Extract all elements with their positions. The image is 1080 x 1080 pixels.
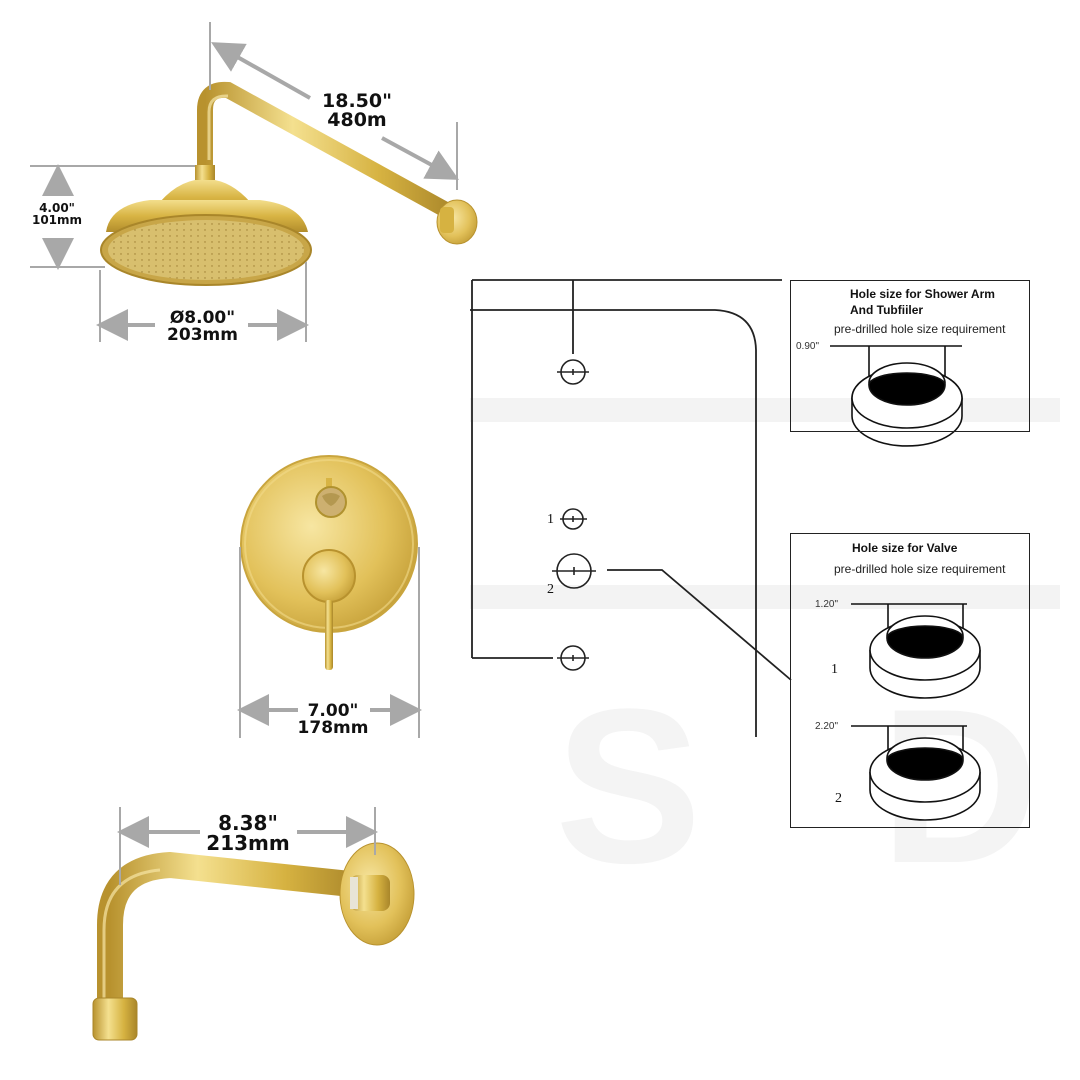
spout-length-inches: 8.38" <box>218 811 278 835</box>
head-diameter-inches: Ø8.00" <box>169 308 236 328</box>
valve-dimension-lines <box>237 547 422 738</box>
head-height-mm: 101mm <box>31 213 83 227</box>
layout-hole-2-label: 2 <box>547 582 554 597</box>
valve-hole-2-ring <box>851 725 981 821</box>
valve-width-mm: 178mm <box>297 718 369 738</box>
shower-arm-box-title-line1: Hole size for Shower Arm <box>850 287 995 301</box>
shower-head-illustration <box>100 81 478 286</box>
valve-hole-1-ring <box>851 603 981 699</box>
arm-length-inches: 18.50" <box>322 90 392 112</box>
watermark-letter-s: S <box>555 663 702 909</box>
arm-length-mm: 480m <box>327 109 387 131</box>
shower-arm-hole-box <box>790 280 1030 432</box>
tub-spout-hole-mark <box>557 645 589 671</box>
valve-hole-1-size: 1.20" <box>815 599 839 610</box>
head-height-inches: 4.00" <box>39 201 75 215</box>
valve-hole-2-mark <box>552 553 596 589</box>
head-height-label: 4.00" 101mm <box>22 202 92 226</box>
shower-arm-hole-size: 0.90" <box>796 341 820 352</box>
shower-arm-box-title-line2: And Tubfiiler <box>850 303 924 317</box>
rough-in-layout-diagram <box>470 279 792 737</box>
valve-box-title: Hole size for Valve <box>852 541 958 555</box>
valve-box-subtitle: pre-drilled hole size requirement <box>834 562 1006 576</box>
tub-spout-illustration <box>92 842 415 1041</box>
shower-head-dimension-lines <box>30 22 460 342</box>
hole-marks <box>552 359 596 671</box>
valve-width-label: 7.00" 178mm <box>290 703 376 737</box>
shower-arm-box-subtitle: pre-drilled hole size requirement <box>834 322 1006 336</box>
shower-arm-hole-mark <box>557 359 589 385</box>
valve-hole-1-number: 1 <box>831 662 838 677</box>
valve-hole-box <box>790 533 1030 828</box>
watermark-band-bottom <box>470 585 1060 609</box>
layout-hole-1-label: 1 <box>547 512 554 527</box>
spout-length-mm: 213mm <box>206 831 290 855</box>
tub-spout-dimension-lines <box>117 807 378 885</box>
valve-width-inches: 7.00" <box>307 701 359 721</box>
valve-hole-2-number: 2 <box>835 791 842 806</box>
arm-length-label: 18.50" 480m <box>314 92 400 130</box>
shower-arm-box-title: Hole size for Shower Arm And Tubfiiler <box>850 286 995 318</box>
valve-trim-illustration <box>240 455 418 670</box>
valve-hole-1-mark <box>560 508 587 530</box>
head-diameter-label: Ø8.00" 203mm <box>155 310 250 344</box>
spout-length-label: 8.38" 213mm <box>198 813 298 853</box>
head-diameter-mm: 203mm <box>167 325 238 345</box>
shower-arm-hole-ring <box>830 345 963 447</box>
valve-hole-2-size: 2.20" <box>815 721 839 732</box>
